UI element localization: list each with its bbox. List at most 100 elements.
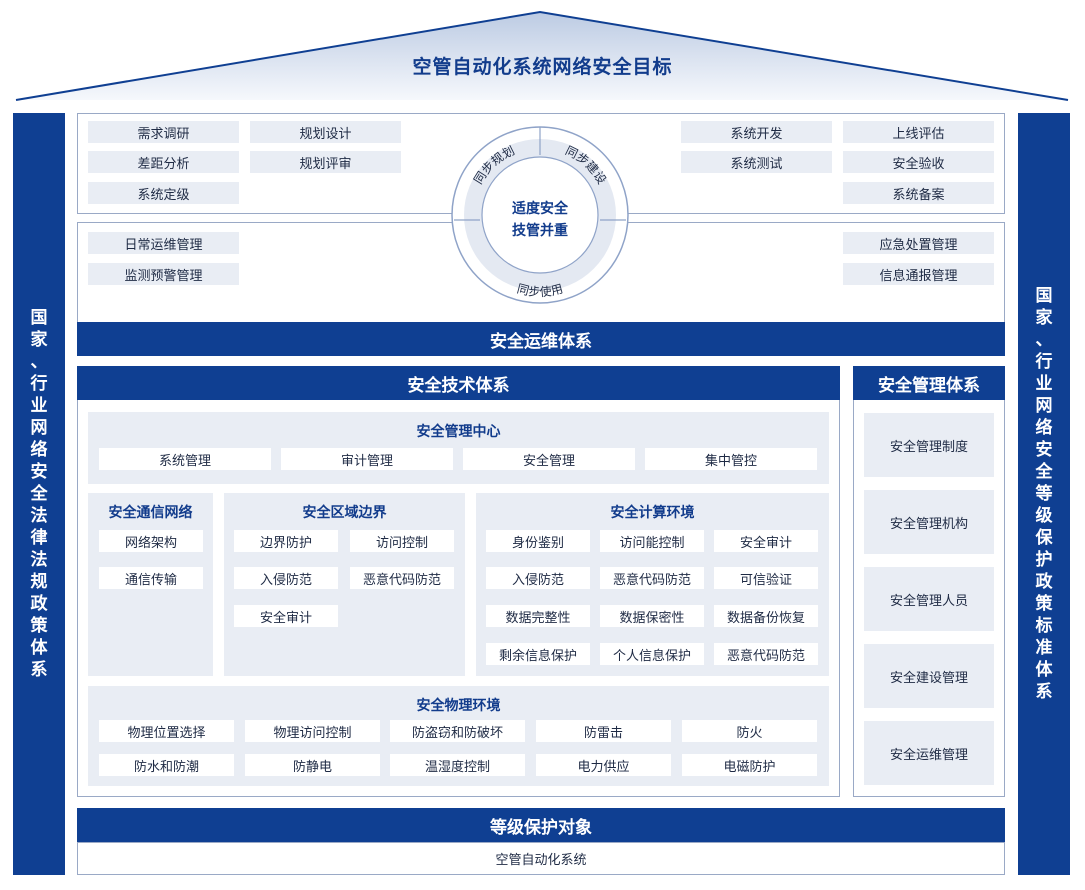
boundary-item: 恶意代码防范 (350, 567, 454, 589)
protection-object-name: 空管自动化系统 (78, 847, 1004, 869)
comm-item: 通信传输 (99, 567, 203, 589)
comm-item: 网络架构 (99, 530, 203, 552)
compute-item: 访问能控制 (600, 530, 704, 552)
pillar-char: 业 (30, 396, 48, 416)
pillar-char: 法 (30, 506, 48, 526)
pillar-char: 保 (1035, 528, 1053, 548)
ring-label-bottom: 同步使用 (516, 282, 565, 300)
right-pillar-standards: 国家、行业网络安全等级保护政策标准体系 (1018, 113, 1070, 875)
pillar-char: 系 (30, 660, 48, 680)
physical-item: 电磁防护 (682, 754, 817, 776)
center-line-2: 技管并重 (512, 222, 568, 239)
compute-item: 恶意代码防范 (600, 567, 704, 589)
ops-item: 应急处置管理 (843, 232, 994, 254)
boundary-item: 入侵防范 (234, 567, 338, 589)
inner-circle (481, 156, 599, 274)
physical-item: 物理访问控制 (245, 720, 380, 742)
comm-network-title: 安全通信网络 (108, 505, 193, 521)
pillar-char: 国 (30, 308, 48, 328)
physical-item: 物理位置选择 (99, 720, 234, 742)
pillar-char: 安 (30, 462, 48, 482)
mgmt-item: 安全运维管理 (864, 721, 994, 785)
build-item: 系统定级 (88, 182, 239, 204)
boundary-title: 安全区域边界 (302, 505, 387, 521)
physical-item: 防水和防潮 (99, 754, 234, 776)
mgmt-center-item: 集中管控 (645, 448, 817, 470)
compute-title: 安全计算环境 (610, 505, 695, 521)
pillar-char: 家 (30, 330, 48, 350)
build-item: 规划设计 (250, 121, 401, 143)
center-line-1: 适度安全 (512, 200, 569, 217)
ops-item: 日常运维管理 (88, 232, 239, 254)
mgmt-center-item: 安全管理 (463, 448, 635, 470)
build-item: 系统备案 (843, 182, 994, 204)
mgmt-item: 安全建设管理 (864, 644, 994, 708)
pillar-char: 安 (1035, 440, 1053, 460)
ops-item: 信息通报管理 (843, 263, 994, 285)
pillar-char: 级 (1035, 506, 1053, 526)
compute-item: 数据备份恢复 (714, 605, 818, 627)
mgmt-center-item: 审计管理 (281, 448, 453, 470)
boundary-item: 边界防护 (234, 530, 338, 552)
build-item: 安全验收 (843, 151, 994, 173)
pillar-char: 家 (1035, 308, 1053, 328)
compute-item: 数据完整性 (486, 605, 590, 627)
pillar-char: 体 (30, 638, 48, 658)
physical-item: 防静电 (245, 754, 380, 776)
ops-item: 监测预警管理 (88, 263, 239, 285)
pillar-char: 络 (30, 440, 48, 460)
protection-object-bar: 等级保护对象 (77, 808, 1005, 842)
pillar-char: 络 (1035, 418, 1053, 438)
mgmt-item: 安全管理机构 (864, 490, 994, 554)
build-item: 系统开发 (681, 121, 832, 143)
physical-title: 安全物理环境 (416, 698, 501, 714)
compute-item: 剩余信息保护 (486, 643, 590, 665)
pillar-char: 行 (30, 374, 48, 394)
pillar-char: 国 (1035, 286, 1053, 306)
pillar-char: 全 (1035, 462, 1053, 482)
boundary-item: 访问控制 (350, 530, 454, 552)
pillar-char: 政 (1035, 572, 1053, 592)
pillar-char: 业 (1035, 374, 1053, 394)
physical-item: 防雷击 (536, 720, 671, 742)
boundary-item: 安全审计 (234, 605, 338, 627)
compute-item: 身份鉴别 (486, 530, 590, 552)
pillar-char: 、 (30, 352, 48, 372)
pillar-char: 体 (1035, 660, 1053, 680)
pillar-char: 全 (30, 484, 48, 504)
pillar-char: 策 (30, 616, 48, 636)
compute-item: 恶意代码防范 (714, 643, 818, 665)
physical-item: 电力供应 (536, 754, 671, 776)
compute-item: 安全审计 (714, 530, 818, 552)
pillar-char: 等 (1035, 484, 1053, 504)
pillar-char: 标 (1035, 616, 1053, 636)
pillar-char: 准 (1035, 638, 1053, 658)
build-item: 规划评审 (250, 151, 401, 173)
compute-item: 个人信息保护 (600, 643, 704, 665)
tech-title: 安全技术体系 (77, 366, 840, 400)
build-item: 需求调研 (88, 121, 239, 143)
sync-circle: 同步规划 同步建设 同步使用 适度安全 技管并重 (451, 126, 629, 304)
roof-shape (15, 10, 1069, 101)
pillar-char: 网 (30, 418, 48, 438)
compute-item: 数据保密性 (600, 605, 704, 627)
mgmt-title: 安全管理体系 (853, 366, 1005, 400)
goal-title: 空管自动化系统网络安全目标 (412, 56, 673, 78)
build-item: 上线评估 (843, 121, 994, 143)
physical-item: 温湿度控制 (390, 754, 525, 776)
build-item: 系统测试 (681, 151, 832, 173)
pillar-char: 系 (1035, 682, 1053, 702)
pillar-char: 政 (30, 594, 48, 614)
pillar-char: 律 (30, 528, 48, 548)
ops-bar: 安全运维体系 (77, 322, 1005, 356)
pillar-char: 、 (1035, 330, 1053, 350)
pillar-char: 策 (1035, 594, 1053, 614)
pillar-char: 法 (30, 550, 48, 570)
pillar-char: 网 (1035, 396, 1053, 416)
mgmt-item: 安全管理人员 (864, 567, 994, 631)
left-pillar-laws: 国家、行业网络安全法律法规政策体系 (13, 113, 65, 875)
pillar-char: 规 (30, 572, 48, 592)
compute-item: 可信验证 (714, 567, 818, 589)
mgmt-item: 安全管理制度 (864, 413, 994, 477)
build-item: 差距分析 (88, 151, 239, 173)
